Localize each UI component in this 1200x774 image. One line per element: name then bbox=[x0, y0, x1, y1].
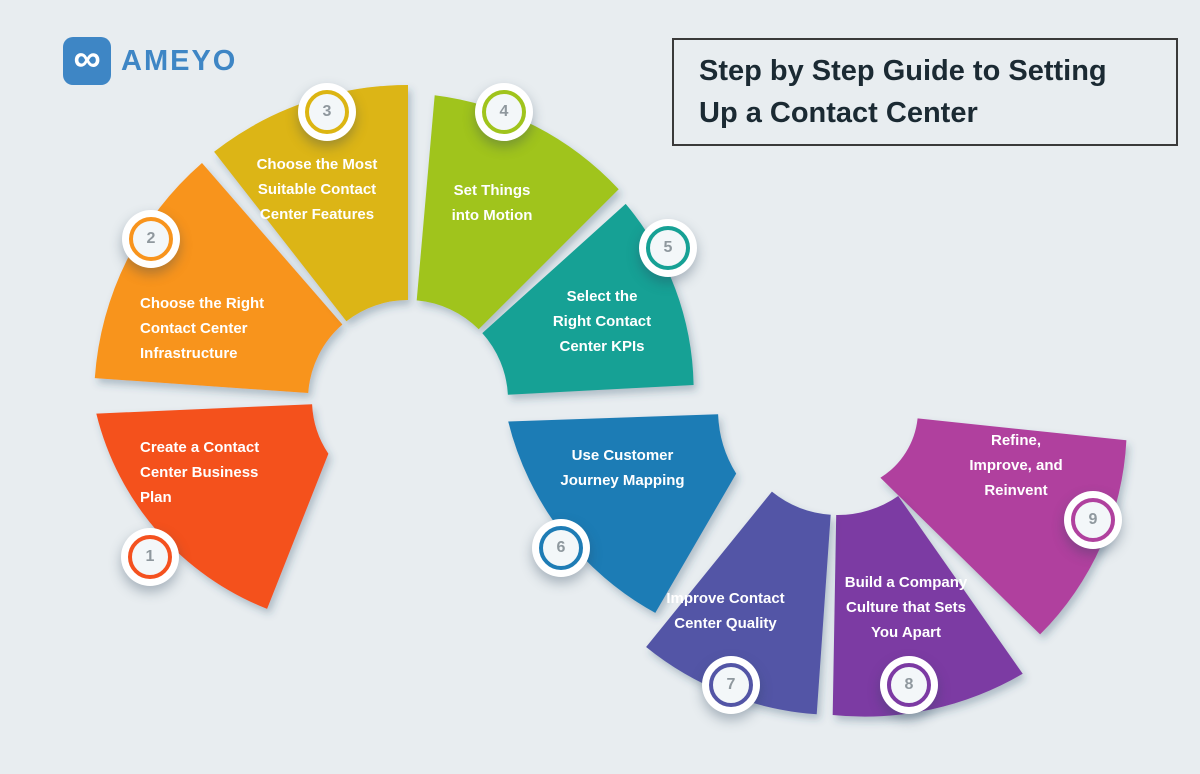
step-badge-9: 9 bbox=[1064, 491, 1122, 549]
step-badge-ring: 4 bbox=[482, 90, 526, 134]
title-box: Step by Step Guide to Setting Up a Conta… bbox=[672, 38, 1178, 146]
step-label-line: Improve Contact bbox=[666, 590, 785, 607]
step-number: 6 bbox=[556, 539, 566, 556]
step-label-line: Create a Contact bbox=[140, 439, 260, 456]
step-label-line: Refine, bbox=[990, 432, 1041, 449]
step-number: 7 bbox=[726, 676, 736, 693]
step-badge-6: 6 bbox=[532, 519, 590, 577]
step-label-line: Select the bbox=[566, 288, 638, 305]
step-number: 4 bbox=[499, 103, 509, 120]
step-label-line: Contact Center bbox=[140, 320, 248, 337]
step-label-line: Improve, and bbox=[969, 457, 1063, 474]
step-label-line: Build a Company bbox=[844, 574, 968, 591]
step-badge-ring: 5 bbox=[646, 226, 690, 270]
step-label-line: Center Quality bbox=[674, 615, 777, 632]
step-badge-3: 3 bbox=[298, 83, 356, 141]
step-label-line: Culture that Sets bbox=[845, 599, 966, 616]
step-label-4: Set Things into Motion bbox=[405, 178, 579, 228]
step-number: 2 bbox=[146, 230, 156, 247]
step-label-line: Infrastructure bbox=[140, 345, 238, 362]
step-badge-ring: 1 bbox=[128, 535, 172, 579]
step-badge-2: 2 bbox=[122, 210, 180, 268]
step-wedge-1 bbox=[96, 404, 329, 609]
step-badge-ring: 2 bbox=[129, 217, 173, 261]
step-badge-7: 7 bbox=[702, 656, 760, 714]
step-number: 8 bbox=[904, 676, 914, 693]
step-label-line: Center Business bbox=[140, 464, 259, 481]
step-number: 9 bbox=[1088, 511, 1098, 528]
step-label-line: Reinvent bbox=[984, 482, 1048, 499]
step-label-line: Plan bbox=[140, 489, 172, 506]
step-label-line: into Motion bbox=[451, 207, 533, 224]
step-label-line: Set Things bbox=[453, 182, 531, 199]
ameyo-logo: ∞ AMEYO bbox=[63, 37, 237, 85]
step-badge-4: 4 bbox=[475, 83, 533, 141]
step-badge-ring: 8 bbox=[887, 663, 931, 707]
infinity-icon: ∞ bbox=[73, 38, 101, 80]
step-label-line: Use Customer bbox=[571, 447, 674, 464]
step-label-line: Choose the Most bbox=[256, 156, 378, 173]
step-wedge-4 bbox=[416, 95, 619, 330]
step-wedge-7 bbox=[646, 491, 831, 715]
step-number: 1 bbox=[145, 548, 155, 565]
step-badge-ring: 3 bbox=[305, 90, 349, 134]
step-label-line: Center KPIs bbox=[559, 338, 645, 355]
step-number: 5 bbox=[663, 239, 673, 256]
page-title-line-2: Up a Contact Center bbox=[699, 97, 978, 129]
ameyo-logo-text: AMEYO bbox=[121, 44, 238, 77]
step-wedge-8 bbox=[832, 496, 1023, 717]
step-label-line: Choose the Right bbox=[140, 295, 265, 312]
step-label-line: Center Features bbox=[259, 206, 375, 223]
ameyo-logo-tile: ∞ bbox=[63, 37, 111, 85]
step-badge-ring: 6 bbox=[539, 526, 583, 570]
step-label-line: You Apart bbox=[871, 624, 941, 641]
step-wedge-9 bbox=[880, 418, 1127, 635]
step-wedge-3 bbox=[214, 85, 408, 322]
step-label-line: Right Contact bbox=[552, 313, 652, 330]
step-badge-1: 1 bbox=[121, 528, 179, 586]
step-label-line: Suitable Contact bbox=[257, 181, 377, 198]
page-title-line-1: Step by Step Guide to Setting bbox=[699, 55, 1107, 87]
step-badge-ring: 9 bbox=[1071, 498, 1115, 542]
step-label-line: Journey Mapping bbox=[560, 472, 685, 489]
step-badge-8: 8 bbox=[880, 656, 938, 714]
step-badge-5: 5 bbox=[639, 219, 697, 277]
step-number: 3 bbox=[322, 103, 332, 120]
step-badge-ring: 7 bbox=[709, 663, 753, 707]
step-wedge-6 bbox=[508, 414, 737, 613]
